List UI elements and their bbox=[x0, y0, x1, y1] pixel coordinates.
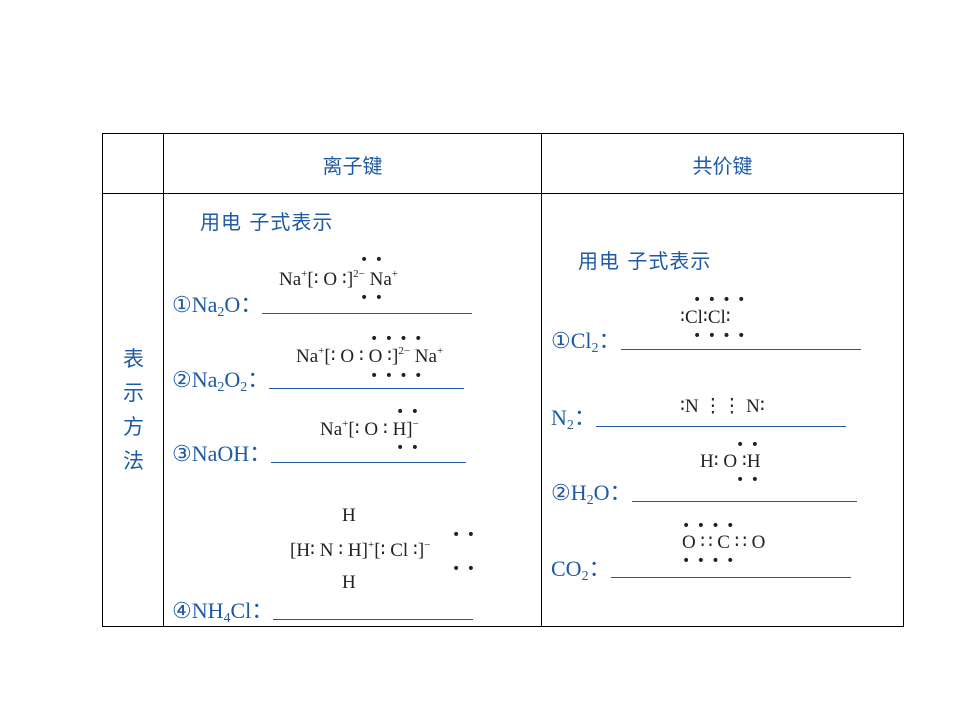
row-label-char: 法 bbox=[123, 449, 144, 473]
answer-blank bbox=[610, 559, 851, 578]
column-divider bbox=[163, 134, 164, 626]
subscript: 2 bbox=[217, 380, 225, 395]
covalent-item-co2: CO2： bbox=[551, 551, 851, 585]
colon: ： bbox=[598, 328, 621, 353]
formula-co2: O ∷ C ∷ O bbox=[682, 532, 766, 553]
item-label: Cl bbox=[230, 598, 252, 623]
colon: ： bbox=[573, 405, 596, 430]
subscript: 2 bbox=[581, 569, 589, 584]
electron-dots: • • • • bbox=[682, 518, 736, 534]
ionic-item-na2o: ①Na2O： bbox=[172, 287, 473, 321]
formula-nh4cl: [H∶ N ∶ H]+[∶ Cl ∶]− bbox=[290, 539, 431, 561]
subscript: 2 bbox=[240, 380, 248, 395]
colon: ： bbox=[249, 441, 272, 466]
answer-blank bbox=[262, 295, 473, 314]
header-covalent-bond: 共价键 bbox=[692, 153, 753, 178]
answer-blank bbox=[620, 331, 861, 350]
item-label: O bbox=[224, 292, 241, 317]
item-label: ②Na bbox=[172, 367, 218, 392]
item-label: O bbox=[224, 367, 241, 392]
electron-dots: • • • • bbox=[370, 331, 424, 347]
formula-naoh: Na+[∶ O ∶ H]− bbox=[320, 418, 419, 440]
item-label: ①Cl bbox=[551, 328, 592, 353]
header-ionic-bond: 离子键 bbox=[322, 153, 383, 178]
covalent-subtitle: 用电 子式表示 bbox=[578, 249, 712, 273]
electron-dots: • • bbox=[360, 290, 384, 306]
ionic-item-na2o2: ②Na2O2： bbox=[172, 362, 465, 396]
subscript: 2 bbox=[591, 341, 599, 356]
electron-dots: • • bbox=[452, 527, 476, 543]
electron-dots: • • • • bbox=[693, 328, 747, 344]
formula-na2o: Na+[∶ O ∶]2− Na+ bbox=[279, 268, 398, 290]
electron-dots: • • • • bbox=[370, 368, 424, 384]
subscript: 2 bbox=[566, 418, 574, 433]
item-label: O bbox=[593, 480, 610, 505]
colon: ： bbox=[240, 292, 263, 317]
item-label: ②H bbox=[551, 480, 587, 505]
item-label: N bbox=[551, 405, 567, 430]
electron-dots: • • bbox=[396, 440, 420, 456]
formula-h2o: H∶ O ∶H bbox=[700, 451, 761, 472]
electron-dots: • • bbox=[736, 437, 760, 453]
covalent-item-cl2: ①Cl2： bbox=[551, 323, 861, 357]
answer-blank bbox=[269, 370, 465, 389]
colon: ： bbox=[588, 556, 611, 581]
row-label-char: 示 bbox=[123, 381, 144, 405]
colon: ： bbox=[251, 598, 274, 623]
item-label: CO bbox=[551, 556, 582, 581]
answer-blank bbox=[271, 444, 467, 463]
formula-n2: ∶N ⋮⋮ N∶ bbox=[680, 396, 765, 417]
formula-cl2: ∶Cl∶Cl∶ bbox=[680, 307, 731, 328]
colon: ： bbox=[247, 367, 270, 392]
electron-dots: • • bbox=[360, 252, 384, 268]
ionic-item-nh4cl: ④NH4Cl： bbox=[172, 593, 474, 627]
column-divider bbox=[541, 134, 542, 626]
colon: ： bbox=[609, 480, 632, 505]
subscript: 2 bbox=[586, 493, 594, 508]
header-divider bbox=[103, 193, 903, 194]
ionic-covalent-table: 离子键 共价键 表 示 方 法 bbox=[102, 133, 904, 627]
answer-blank bbox=[595, 408, 846, 427]
subscript: 4 bbox=[223, 611, 231, 626]
electron-dots: • • • • bbox=[693, 292, 747, 308]
formula-nh4cl-top: H bbox=[342, 505, 356, 526]
row-label-representation: 表 示 方 法 bbox=[103, 194, 164, 626]
item-label: ④NH bbox=[172, 598, 224, 623]
covalent-item-h2o: ②H2O： bbox=[551, 475, 857, 509]
ionic-item-naoh: ③NaOH： bbox=[172, 436, 467, 468]
electron-dots: • • • • bbox=[682, 553, 736, 569]
ionic-subtitle: 用电 子式表示 bbox=[200, 210, 334, 234]
item-label: ③NaOH bbox=[172, 441, 250, 466]
electron-dots: • • bbox=[396, 404, 420, 420]
formula-na2o2: Na+[∶ O ∶ O ∶]2− Na+ bbox=[296, 345, 444, 367]
answer-blank bbox=[273, 601, 474, 620]
electron-dots: • • bbox=[736, 472, 760, 488]
subscript: 2 bbox=[217, 305, 225, 320]
answer-blank bbox=[631, 483, 857, 502]
row-label-char: 方 bbox=[123, 415, 144, 439]
row-label-char: 表 bbox=[123, 347, 144, 371]
formula-nh4cl-bottom: H bbox=[342, 572, 356, 593]
item-label: ①Na bbox=[172, 292, 218, 317]
electron-dots: • • bbox=[452, 561, 476, 577]
covalent-item-n2: N2： bbox=[551, 400, 846, 434]
